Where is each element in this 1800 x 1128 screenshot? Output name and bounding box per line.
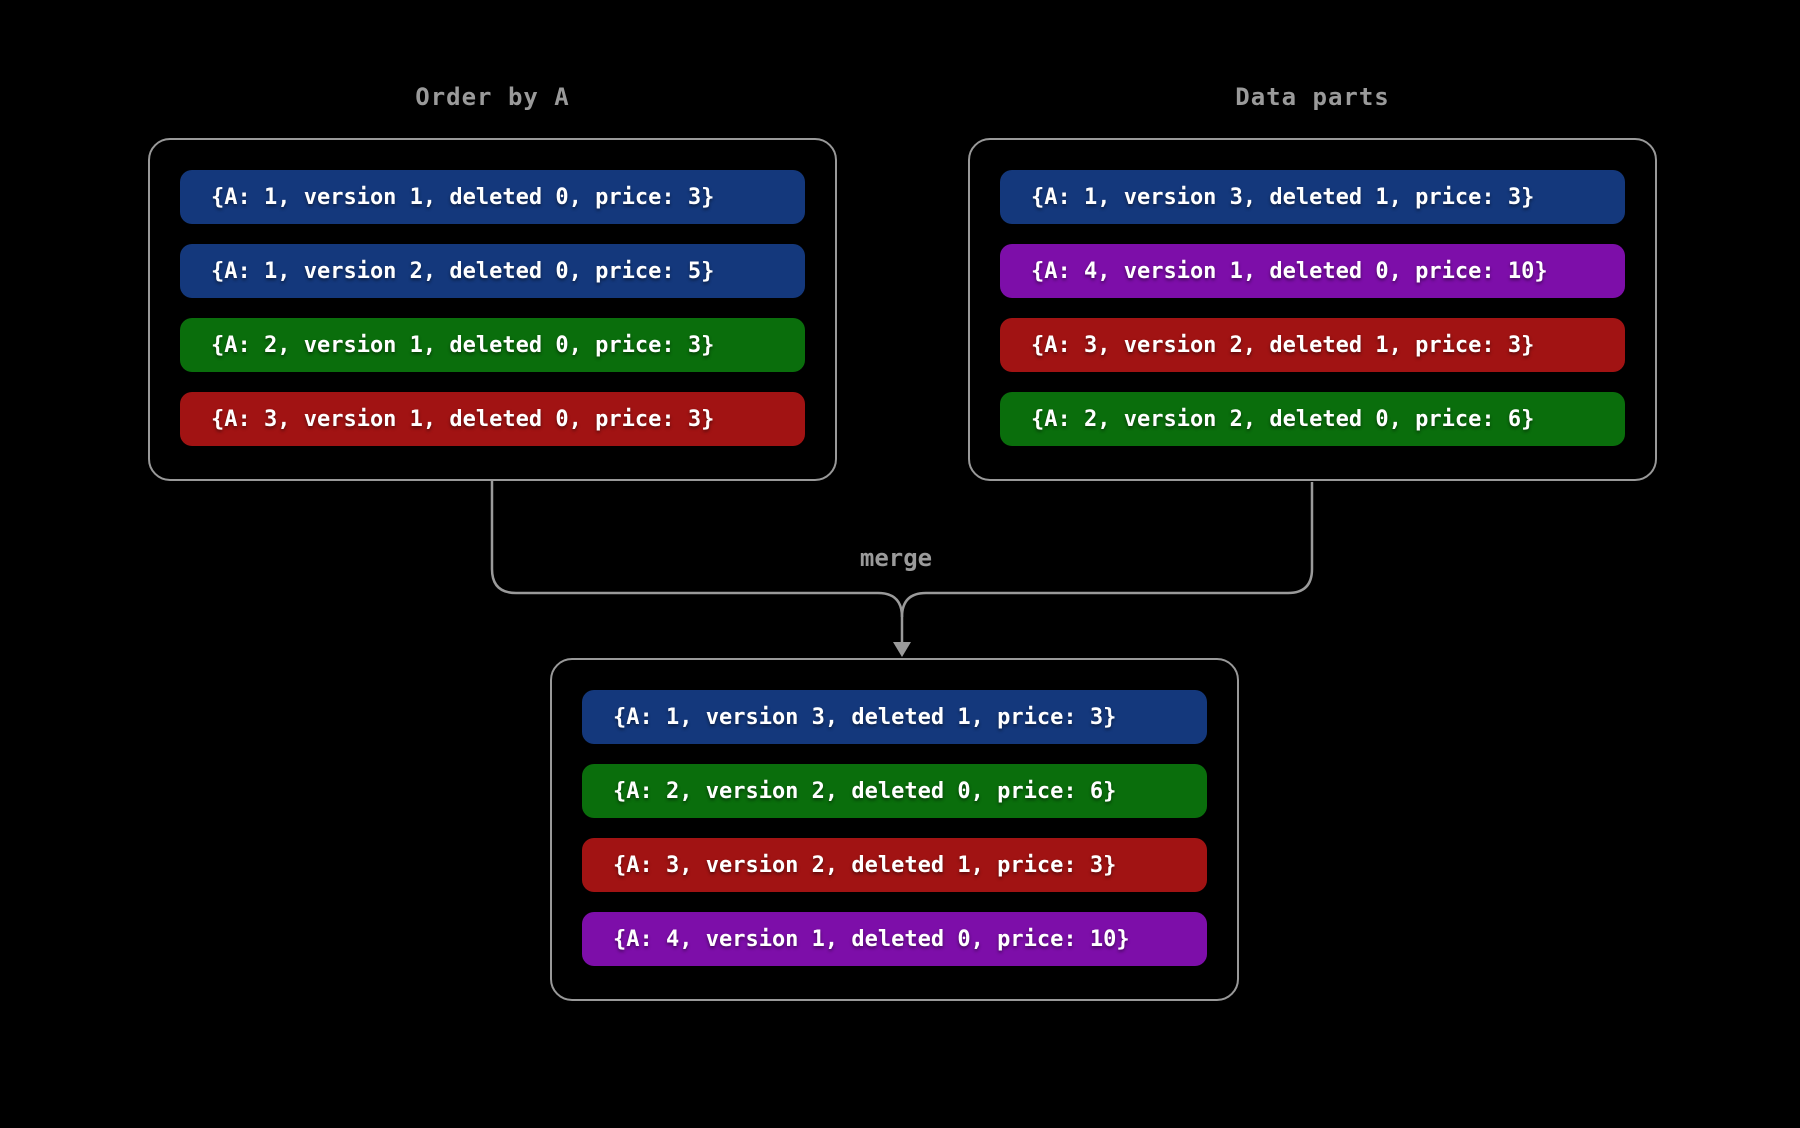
data-row: {A: 3, version 2, deleted 1, price: 3}: [1000, 318, 1625, 372]
merge-label: merge: [859, 544, 933, 572]
data-row: {A: 1, version 3, deleted 1, price: 3}: [1000, 170, 1625, 224]
order-by-a-title: Order by A: [415, 83, 570, 111]
order-by-a-box: {A: 1, version 1, deleted 0, price: 3} {…: [148, 138, 837, 481]
data-row: {A: 1, version 3, deleted 1, price: 3}: [582, 690, 1207, 744]
data-row: {A: 2, version 2, deleted 0, price: 6}: [582, 764, 1207, 818]
arrow-down-icon: [893, 642, 911, 657]
data-row: {A: 3, version 2, deleted 1, price: 3}: [582, 838, 1207, 892]
data-row: {A: 4, version 1, deleted 0, price: 10}: [1000, 244, 1625, 298]
data-row: {A: 2, version 1, deleted 0, price: 3}: [180, 318, 805, 372]
data-parts-box: {A: 1, version 3, deleted 1, price: 3} {…: [968, 138, 1657, 481]
merged-box: {A: 1, version 3, deleted 1, price: 3} {…: [550, 658, 1239, 1001]
data-row: {A: 2, version 2, deleted 0, price: 6}: [1000, 392, 1625, 446]
data-row: {A: 4, version 1, deleted 0, price: 10}: [582, 912, 1207, 966]
data-row: {A: 1, version 1, deleted 0, price: 3}: [180, 170, 805, 224]
data-row: {A: 1, version 2, deleted 0, price: 5}: [180, 244, 805, 298]
data-row: {A: 3, version 1, deleted 0, price: 3}: [180, 392, 805, 446]
data-parts-title: Data parts: [1235, 83, 1390, 111]
